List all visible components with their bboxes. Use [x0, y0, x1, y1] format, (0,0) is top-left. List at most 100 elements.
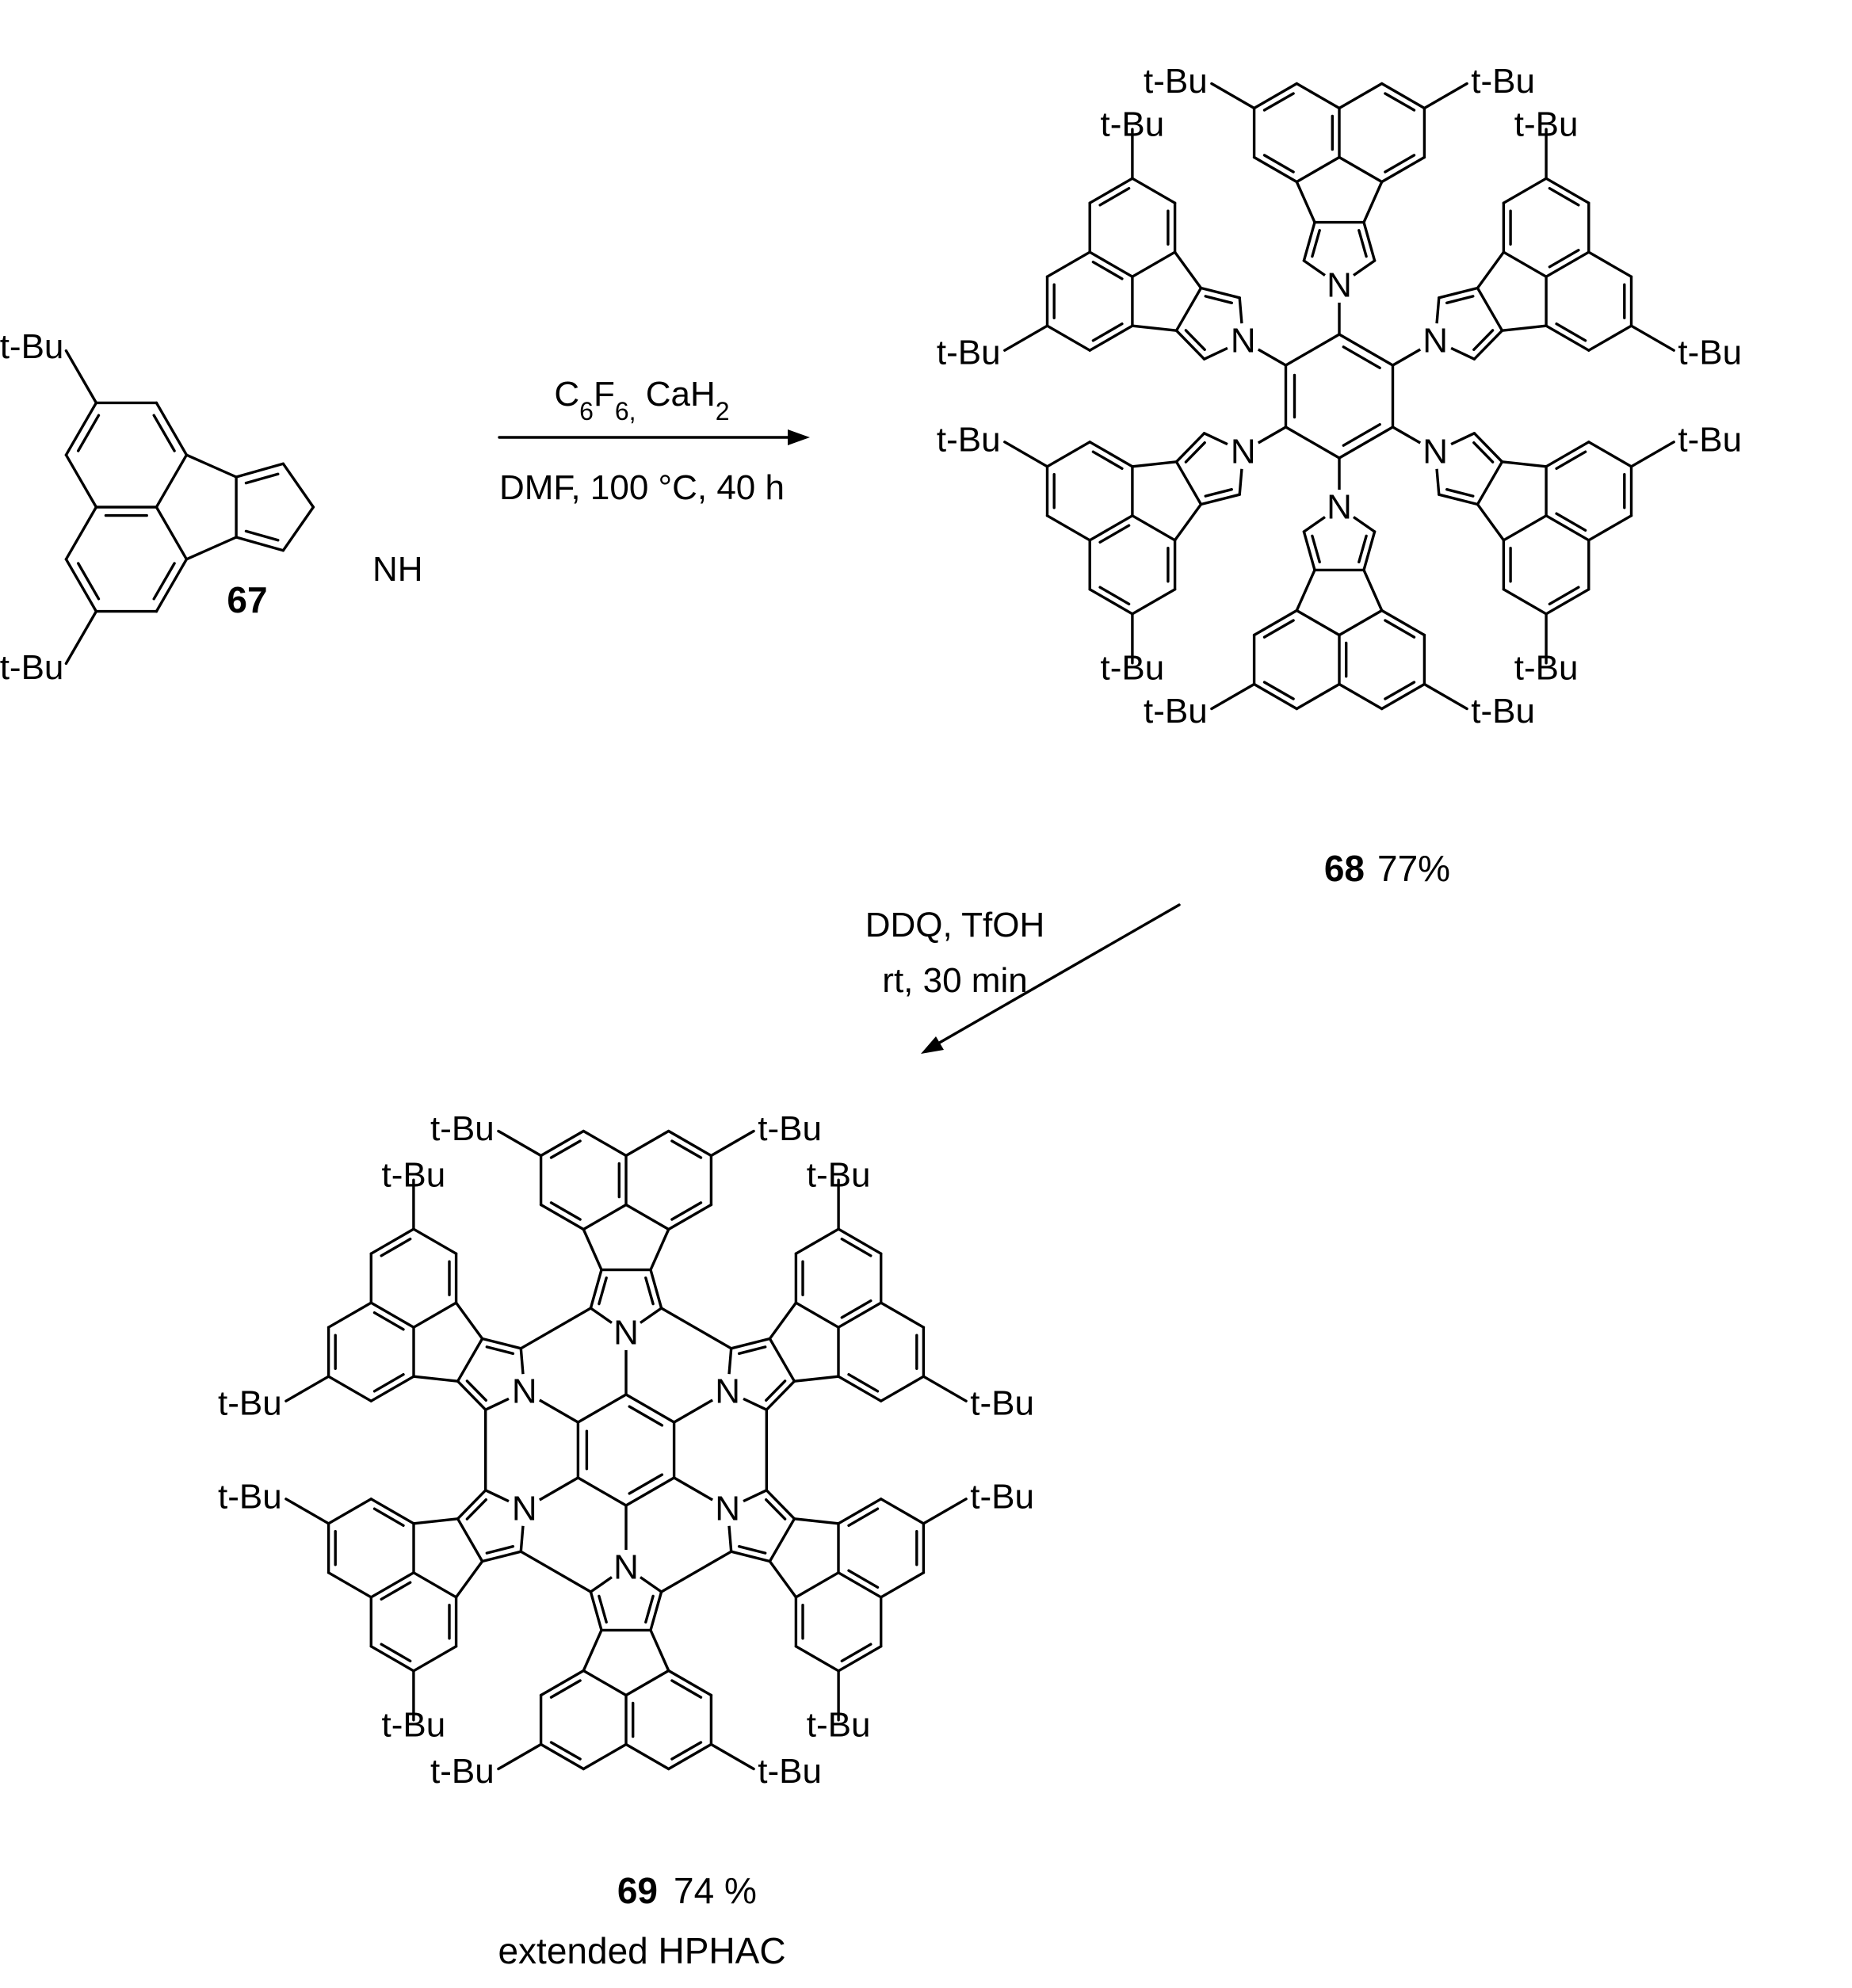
ring-bond — [412, 1301, 458, 1329]
ring-bond — [1587, 324, 1633, 352]
double-bond-line — [549, 1201, 582, 1221]
tbu-label: t-Bu — [1101, 105, 1165, 144]
ring-bond — [667, 1129, 713, 1158]
ring-bond — [1476, 250, 1506, 290]
ring-bond — [412, 1571, 458, 1599]
ring-bond — [1476, 502, 1506, 542]
ring-bond — [1587, 514, 1633, 542]
tbu-bond — [709, 1742, 755, 1771]
tbu-label: t-Bu — [970, 1477, 1034, 1516]
step2-conditions: rt, 30 min — [882, 961, 1027, 1000]
ring-bond — [155, 558, 189, 613]
tbu-bond — [284, 1375, 330, 1402]
ring-bond — [1295, 609, 1341, 637]
tbu-label: t-Bu — [1144, 62, 1208, 101]
ring-bond — [794, 1227, 840, 1255]
pyrrole-bond — [456, 1337, 484, 1383]
ring-bond — [1545, 250, 1590, 278]
n-atom-label: N — [1422, 433, 1448, 471]
ring-bond — [1088, 177, 1134, 204]
ring-bond — [1500, 460, 1548, 468]
c-n-bond — [1391, 425, 1425, 446]
ring-bond — [1088, 324, 1134, 352]
tbu-label: t-Bu — [1678, 420, 1742, 459]
n-atom-mask — [1418, 323, 1453, 358]
ring-bond — [879, 1375, 926, 1402]
ring-bond — [837, 1571, 883, 1599]
ring-bond — [1587, 441, 1633, 468]
n-atom-label: N — [613, 1548, 639, 1587]
ring-bond — [326, 1571, 372, 1599]
double-bond-line — [1548, 249, 1580, 269]
tbu-bond — [922, 1375, 968, 1402]
ring-bond — [369, 1645, 415, 1673]
double-bond-line — [1091, 450, 1124, 470]
ring-bond — [794, 1301, 840, 1329]
tbu-label: t-Bu — [807, 1156, 871, 1195]
ring-bond — [624, 1669, 670, 1697]
pyrrole-bond — [730, 1337, 772, 1350]
double-bond-line — [1311, 229, 1321, 258]
double-bond-line — [1091, 261, 1124, 280]
double-bond-line — [152, 562, 176, 601]
ring-bond — [1252, 609, 1299, 637]
double-bond-line — [380, 1581, 412, 1601]
ring-bond — [1252, 155, 1299, 184]
tbu-label: t-Bu — [937, 420, 1001, 459]
n-atom-mask — [710, 1374, 746, 1409]
tbu-label: t-Bu — [758, 1109, 822, 1148]
ring-bond — [794, 1645, 840, 1673]
ring-bond — [1131, 250, 1177, 278]
benzene-bond — [576, 1393, 628, 1424]
pyrrole-bond — [765, 1379, 796, 1411]
ring-bond — [1545, 324, 1590, 352]
double-bond-line — [1311, 534, 1321, 563]
double-bond-line — [485, 1345, 515, 1356]
ring-bond — [1502, 250, 1548, 278]
double-bond-line — [598, 1594, 608, 1624]
ring-bond — [649, 1227, 670, 1272]
ring-bond — [155, 453, 189, 509]
n-atom-label: N — [715, 1372, 740, 1411]
pyrrole-bond — [1476, 460, 1504, 506]
double-bond-line — [840, 1237, 873, 1257]
ring-bond — [454, 1301, 484, 1341]
compound-69-caption: 69 74 % extended HPHAC — [498, 1870, 785, 1971]
pyrrole-bond — [235, 536, 285, 552]
ring-bond — [454, 1559, 484, 1599]
pyrrole-bond — [765, 1489, 796, 1521]
ring-bond — [1362, 568, 1384, 612]
double-bond-line — [644, 1276, 655, 1306]
n-atom-label: N — [613, 1314, 639, 1353]
fusion-bond — [519, 1307, 593, 1350]
pyrrole-bond — [480, 1337, 522, 1350]
c-n-bond — [1254, 425, 1288, 446]
ring-bond — [768, 1559, 798, 1599]
compound-68-label: 68 — [1324, 848, 1365, 889]
tbu-label: t-Bu — [1514, 105, 1579, 144]
n-atom-label: N — [1327, 266, 1352, 305]
benzene-bond — [1338, 425, 1395, 460]
double-bond-line — [1098, 586, 1131, 605]
ring-bond — [1502, 514, 1548, 542]
ring-bond — [1088, 514, 1134, 542]
double-bond-line — [840, 1299, 873, 1319]
ring-bond — [879, 1301, 926, 1329]
reaction-arrow-2 — [921, 903, 1181, 1054]
ring-bond — [1362, 180, 1384, 224]
n-atom-mask — [1322, 490, 1357, 525]
ring-bond — [1131, 460, 1178, 468]
ring-bond — [64, 506, 98, 561]
tbu-bond — [1629, 441, 1675, 468]
n-atom-mask — [506, 1374, 542, 1409]
double-bond-line — [765, 1498, 787, 1521]
ring-bond — [837, 1645, 883, 1673]
ring-bond — [1252, 82, 1299, 110]
c-n-bond — [538, 1398, 580, 1424]
ring-bond — [1545, 588, 1590, 616]
double-bond-line — [1548, 186, 1580, 207]
ring-bond — [582, 1227, 603, 1272]
step2-reagents: DDQ, TfOH — [865, 906, 1045, 944]
double-bond-line — [847, 1372, 880, 1393]
double-bond-line — [1204, 488, 1234, 498]
